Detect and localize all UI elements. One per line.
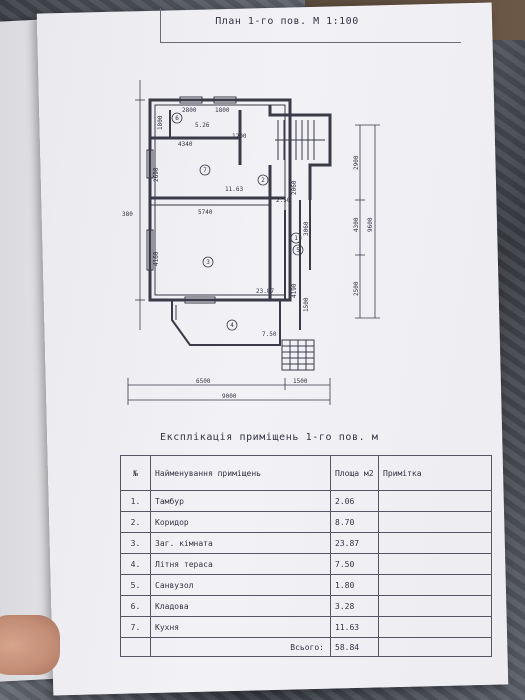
row-note	[378, 512, 492, 532]
table-row: 2. Коридор 8.70	[120, 512, 492, 533]
table-row: 3. Заг. кімната 23.87	[120, 533, 492, 554]
row-note	[378, 491, 492, 511]
row-name: Заг. кімната	[150, 533, 330, 553]
area-23-87: 23.87	[256, 288, 274, 295]
room-circle-4	[226, 319, 238, 331]
area-5-26: 5.26	[195, 122, 210, 129]
row-note	[378, 617, 492, 637]
dim-1800b: 1800	[157, 115, 164, 130]
inner-wall-line	[154, 104, 286, 296]
dim-6500: 6500	[196, 378, 211, 385]
table-row: 4. Літня тераса 7.50	[120, 554, 492, 575]
dim-1500b: 1500	[303, 297, 310, 312]
windows	[146, 96, 237, 304]
row-num: 4.	[120, 554, 150, 574]
row-num: 6.	[120, 596, 150, 616]
area-11-63: 11.63	[225, 186, 243, 193]
room-circle-7	[199, 164, 211, 176]
room-circle-2	[257, 174, 269, 186]
room-number-3: 3	[206, 259, 210, 266]
staircase	[275, 120, 325, 160]
dim-9600: 9600	[367, 217, 374, 232]
table-row: 6. Кладова 3.28	[120, 596, 492, 617]
total-note	[378, 638, 492, 656]
outer-wall-main	[148, 98, 292, 302]
dim-2800: 2800	[182, 107, 197, 114]
row-area: 1.80	[330, 575, 378, 595]
area-7-50: 7.50	[262, 331, 277, 338]
stair-block-wall	[268, 105, 332, 200]
dim-4190: 4190	[291, 283, 298, 298]
row-note	[378, 533, 492, 553]
row-area: 2.06	[330, 491, 378, 511]
dim-1500: 1500	[293, 378, 308, 385]
room-circle-5	[292, 244, 304, 256]
dim-4160: 4160	[153, 251, 160, 266]
dim-9000: 9000	[222, 393, 237, 400]
row-num: 7.	[120, 617, 150, 637]
dim-380: 380	[122, 211, 133, 218]
row-num: 1.	[120, 491, 150, 511]
row-area: 23.87	[330, 533, 378, 553]
room-number-7: 7	[203, 167, 207, 174]
dim-2500: 2500	[353, 281, 360, 296]
terrace-outline	[171, 300, 281, 346]
table-row: 1. Тамбур 2.06	[120, 491, 492, 512]
dim-4300: 4300	[353, 217, 360, 232]
row-num: 2.	[120, 512, 150, 532]
explication-table: № Найменування приміщень Площа м2 Приміт…	[120, 455, 492, 657]
total-empty	[120, 638, 150, 656]
dim-2060: 2060	[291, 180, 298, 195]
dim-5740: 5740	[198, 209, 213, 216]
row-area: 7.50	[330, 554, 378, 574]
dim-1800: 1800	[215, 107, 230, 114]
row-name: Санвузол	[150, 575, 330, 595]
table-total-row: Всього: 58.84	[120, 638, 492, 657]
dim-3060: 3060	[303, 221, 310, 236]
dim-1200: 1200	[232, 133, 247, 140]
header-area: Площа м2	[330, 456, 378, 490]
row-note	[378, 575, 492, 595]
entrance-steps	[281, 339, 315, 371]
row-area: 11.63	[330, 617, 378, 637]
room-circle-6	[171, 112, 183, 124]
row-name: Літня тераса	[150, 554, 330, 574]
row-name: Кухня	[150, 617, 330, 637]
room-circle-3	[202, 256, 214, 268]
room-number-2: 2	[261, 177, 265, 184]
dim-4340: 4340	[178, 141, 193, 148]
total-label: Всього:	[150, 638, 330, 656]
room-number-1: 1	[294, 235, 298, 242]
table-row: 7. Кухня 11.63	[120, 617, 492, 638]
hand	[0, 615, 60, 675]
explication-title: Експлікація приміщень 1-го пов. м	[160, 432, 379, 443]
title-frame	[160, 8, 461, 43]
table-header: № Найменування приміщень Площа м2 Приміт…	[120, 455, 492, 491]
row-name: Тамбур	[150, 491, 330, 511]
area-2-50: 2.50	[276, 197, 291, 204]
dim-2690: 2690	[153, 167, 160, 182]
row-name: Кладова	[150, 596, 330, 616]
header-num: №	[120, 456, 150, 490]
page-title: План 1-го пов. М 1:100	[215, 16, 359, 27]
header-note: Примітка	[378, 456, 492, 490]
dimension-lines	[127, 80, 380, 405]
dim-2900: 2900	[353, 155, 360, 170]
row-area: 3.28	[330, 596, 378, 616]
row-num: 3.	[120, 533, 150, 553]
total-value: 58.84	[330, 638, 378, 656]
row-num: 5.	[120, 575, 150, 595]
row-note	[378, 554, 492, 574]
header-name: Найменування приміщень	[150, 456, 330, 490]
row-note	[378, 596, 492, 616]
row-name: Коридор	[150, 512, 330, 532]
room-number-6: 6	[175, 115, 179, 122]
row-area: 8.70	[330, 512, 378, 532]
room-number-4: 4	[230, 322, 234, 329]
table-row: 5. Санвузол 1.80	[120, 575, 492, 596]
room-number-5: 5	[296, 247, 300, 254]
room-circle-1	[290, 232, 302, 244]
